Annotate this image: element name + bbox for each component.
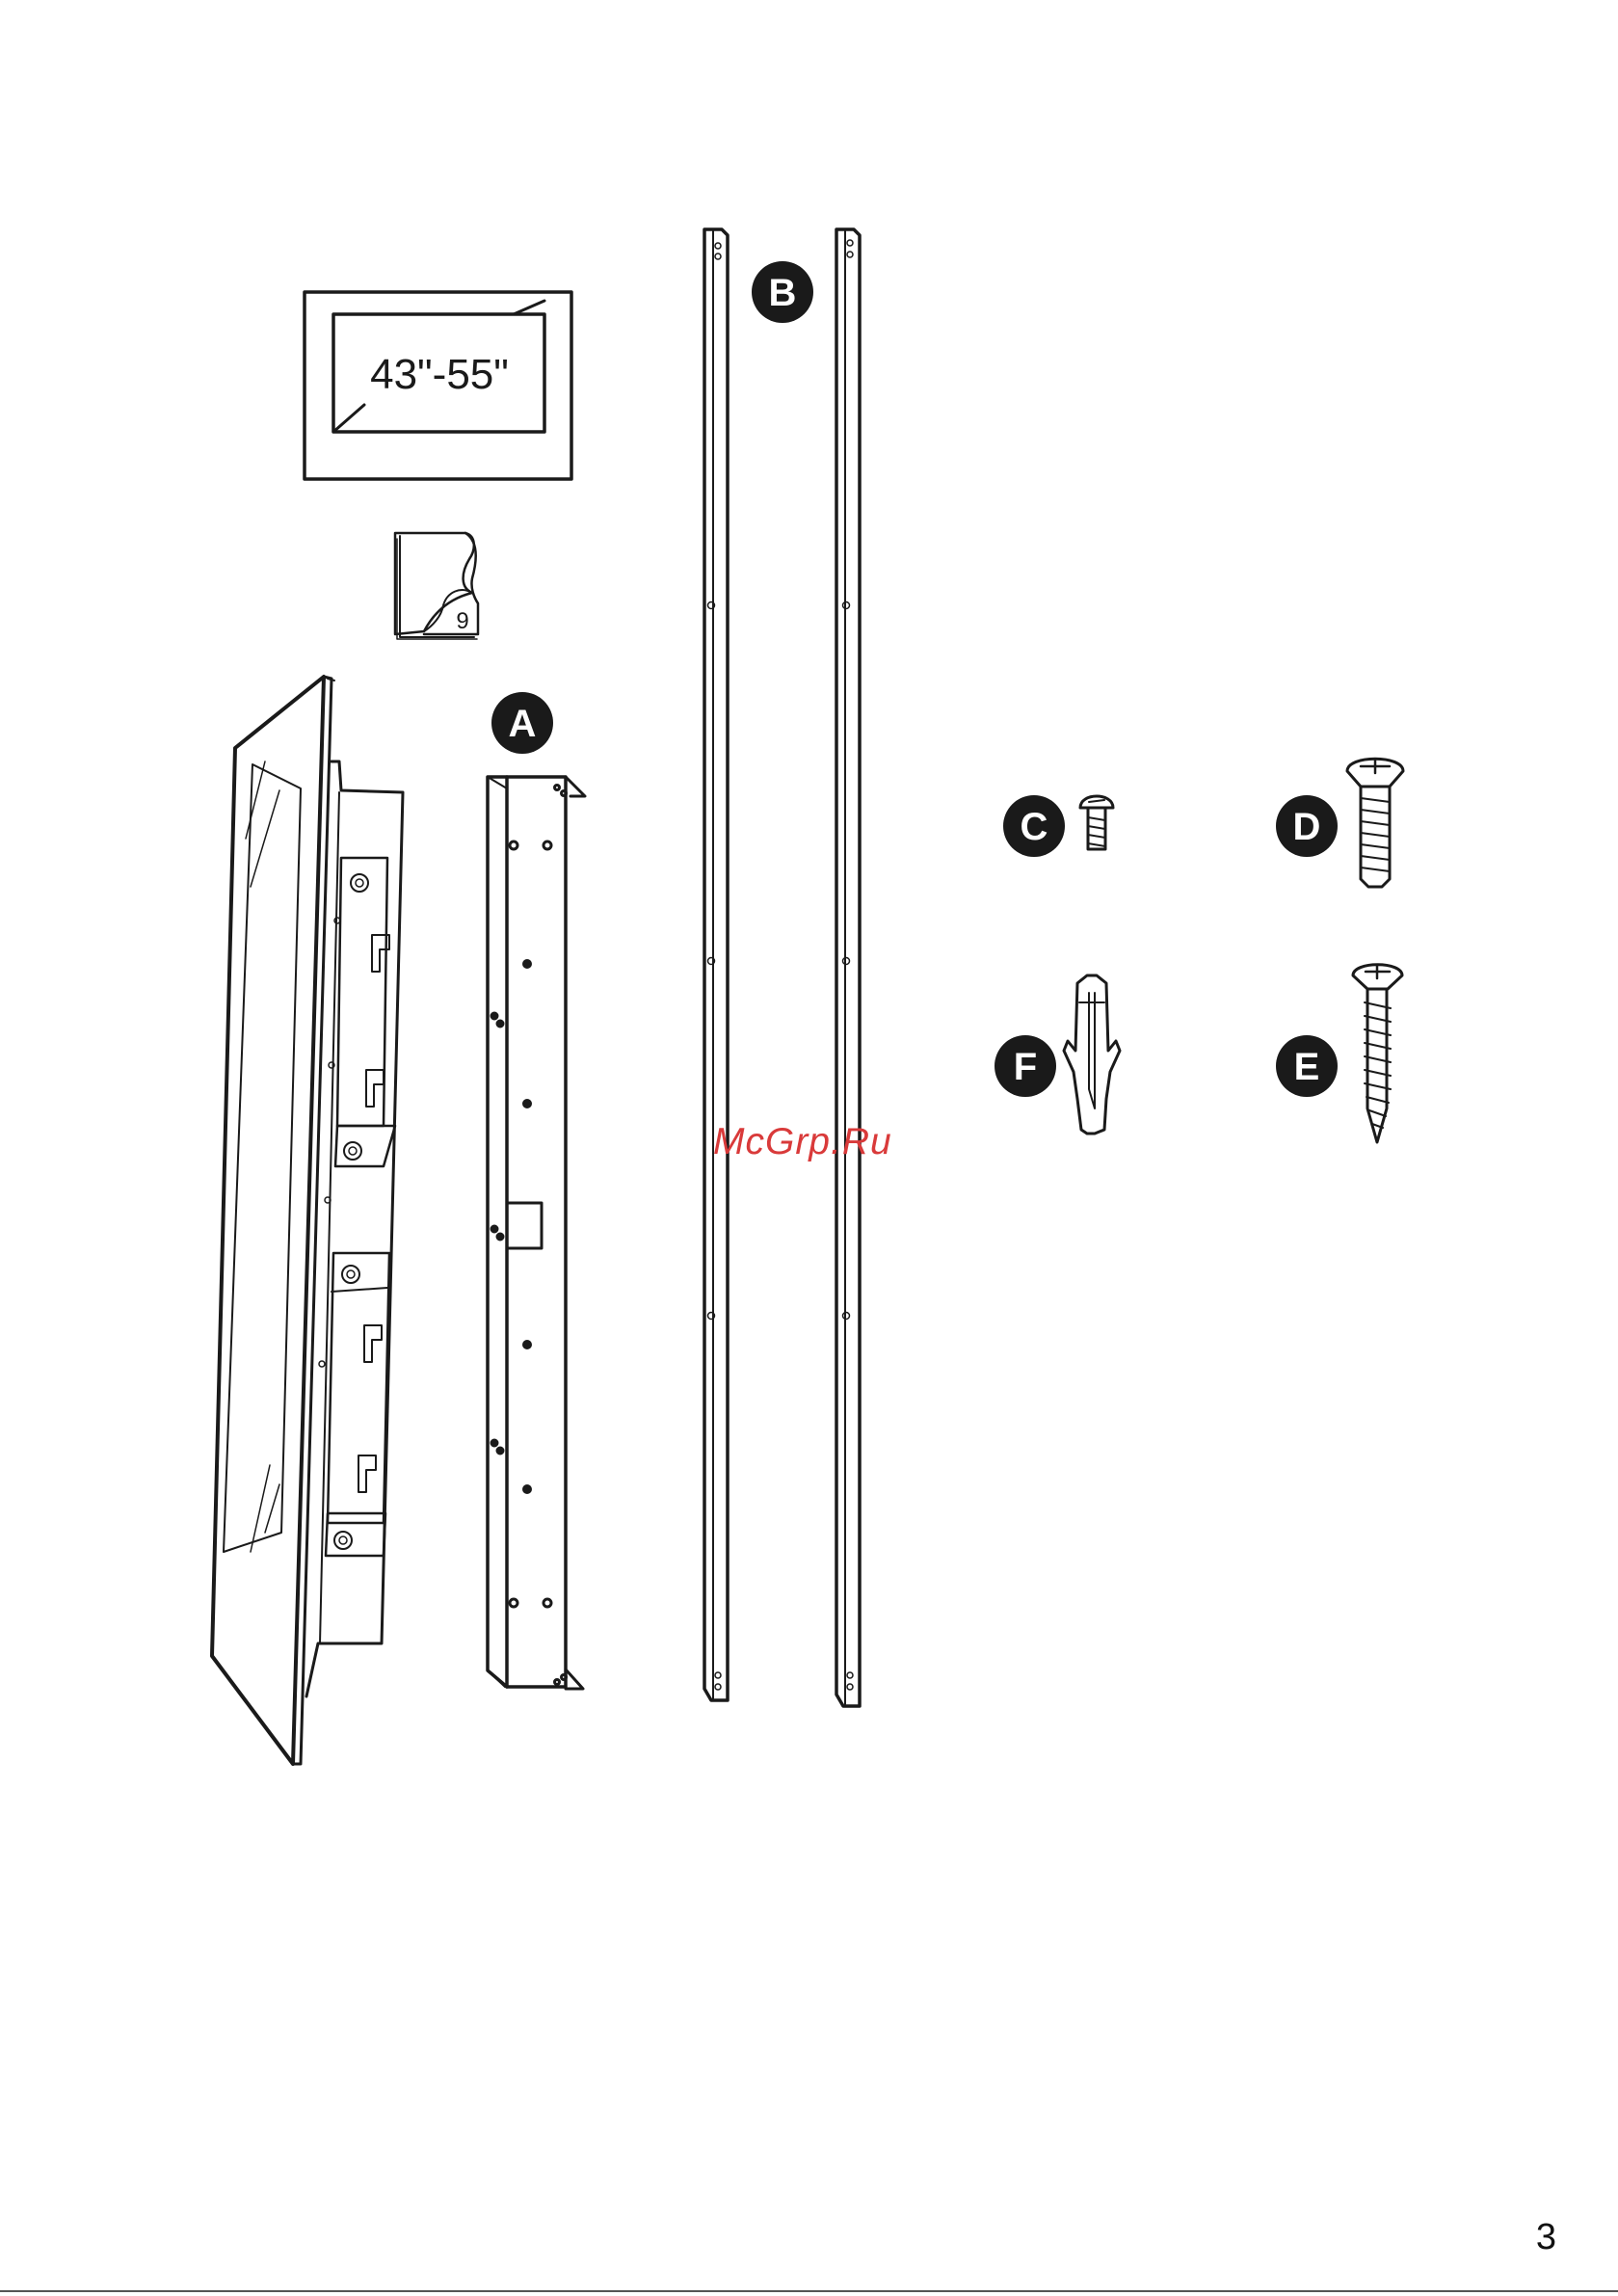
part-d-letter: D	[1293, 806, 1321, 848]
leaflet-icon: 9	[395, 533, 478, 639]
part-a-wall-plate	[488, 777, 585, 1689]
part-c-small-screw	[1080, 796, 1113, 849]
leaflet-number: 9	[456, 608, 468, 634]
part-a-letter: A	[509, 703, 537, 745]
tv-size-label: 43"-55"	[370, 351, 509, 398]
page-number: 3	[1536, 2217, 1556, 2258]
part-b-badge: B	[752, 261, 813, 323]
part-e-badge: E	[1276, 1035, 1338, 1097]
part-e-letter: E	[1294, 1046, 1320, 1088]
part-b-rail-right	[836, 229, 860, 1706]
part-f-badge: F	[995, 1035, 1056, 1097]
bottom-divider	[0, 2290, 1618, 2292]
tv-size-box: 43"-55"	[305, 292, 571, 479]
part-f-letter: F	[1014, 1046, 1037, 1088]
part-d-badge: D	[1276, 795, 1338, 857]
part-b-rail-left	[704, 229, 728, 1700]
tv-screen-drawing	[212, 677, 403, 1764]
part-b-letter: B	[769, 272, 797, 314]
part-e-wood-screw	[1353, 965, 1402, 1142]
watermark-text: McGrp.Ru	[713, 1121, 892, 1163]
part-c-badge: C	[1003, 795, 1065, 857]
part-f-wall-plug	[1064, 975, 1120, 1134]
part-a-badge: A	[491, 692, 553, 754]
part-d-machine-screw	[1347, 759, 1403, 887]
part-c-letter: C	[1021, 806, 1048, 848]
